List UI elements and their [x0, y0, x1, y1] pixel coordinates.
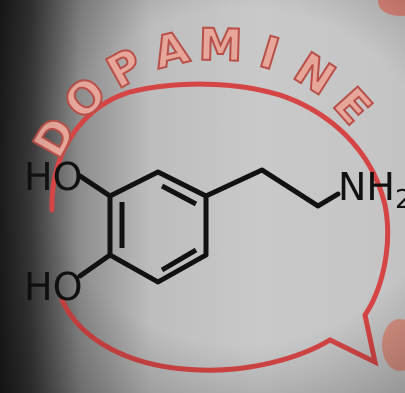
accent-blob-bottom [382, 319, 405, 371]
benzene-ring [107, 169, 209, 285]
label-hydroxyl-bottom: HO [24, 265, 82, 309]
accent-blob-top [378, 0, 405, 16]
bond-ho-top [77, 173, 113, 199]
ethylamine-chain [203, 167, 341, 209]
double-bond-inner-bottom [160, 247, 198, 273]
bond-ho-bottom [77, 252, 113, 279]
title-letter: N [285, 43, 344, 106]
label-amine: NH2 [338, 165, 405, 215]
title-letter: I [254, 27, 285, 81]
label-hydroxyl-top: HO [24, 155, 82, 199]
title-letter: M [198, 19, 243, 71]
title-letter: E [323, 78, 381, 134]
title-letter: O [54, 67, 116, 130]
label-amine-subscript: 2 [395, 185, 405, 215]
label-amine-main: NH [338, 165, 395, 209]
title-letter: A [149, 22, 194, 80]
substituent-bonds [77, 167, 341, 279]
speech-bubble-outline [49, 81, 391, 373]
double-bond-inner-top [160, 183, 198, 207]
